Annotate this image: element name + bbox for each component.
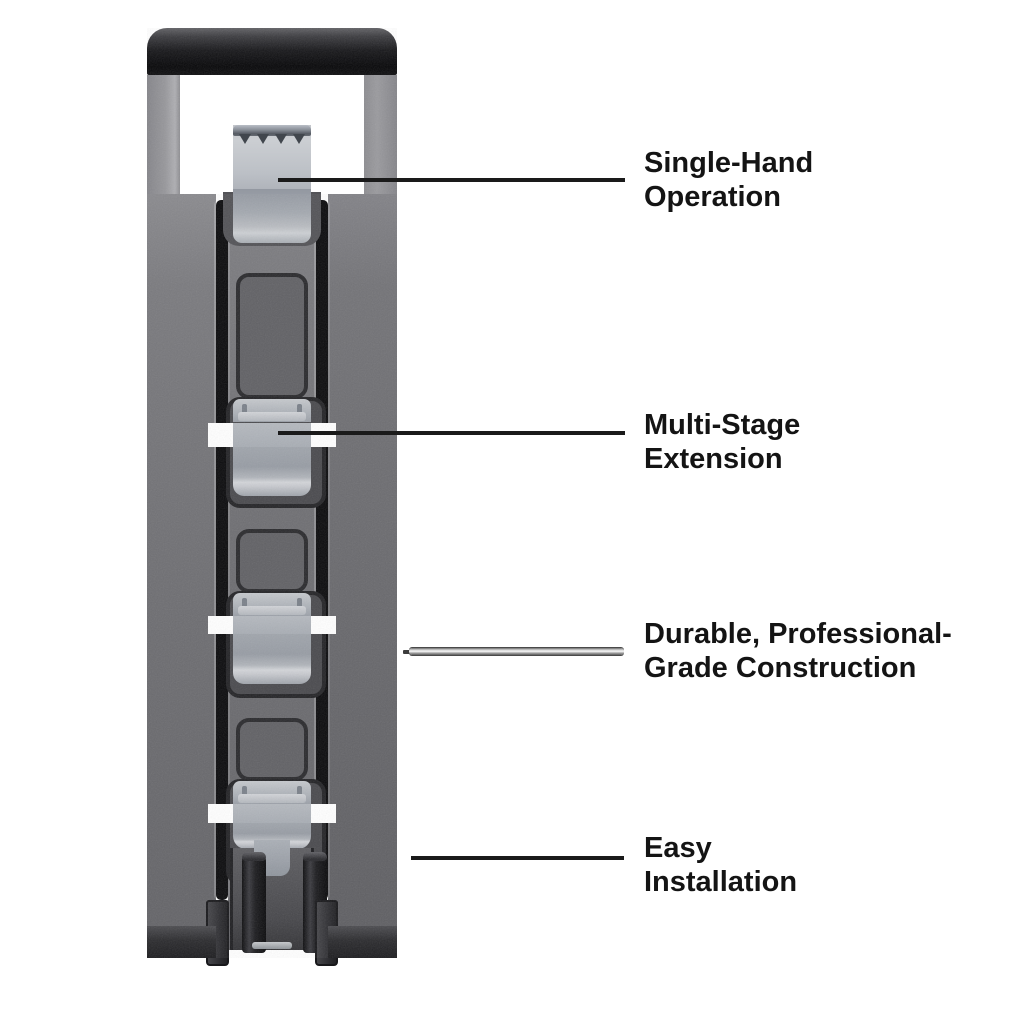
- tab-bar: [238, 412, 306, 421]
- extension-panel-3: [236, 718, 308, 781]
- callout-label-line: Operation: [644, 181, 781, 213]
- white-gap: [311, 804, 336, 823]
- locking-tab-4-mid: [233, 804, 311, 823]
- locking-tab-4-shoulder: [233, 781, 311, 804]
- top-handle-bar: [147, 28, 397, 75]
- tab-bar: [238, 794, 306, 803]
- tab-bar: [238, 606, 306, 615]
- locking-tab-2-lower: [233, 447, 311, 496]
- callout-label-line: Easy: [644, 832, 712, 864]
- callout-label-line: Grade Construction: [644, 652, 917, 684]
- cylinder-cap: [303, 852, 327, 861]
- leader-line-easy-install: [411, 856, 624, 860]
- frame-leg-left: [147, 75, 180, 194]
- callout-label-line: Installation: [644, 866, 798, 898]
- locking-tab-3-mid: [233, 616, 311, 634]
- clip-teeth: [233, 134, 311, 144]
- callout-durable-construction: Durable, Professional- Grade Constructio…: [644, 617, 952, 685]
- callout-label-line: Single-Hand: [644, 147, 814, 179]
- tooth-icon: [257, 134, 269, 144]
- tooth-icon: [275, 134, 287, 144]
- base-band-left: [147, 926, 216, 958]
- release-clip-lower: [233, 188, 311, 243]
- leader-cap: [403, 650, 411, 654]
- white-gap: [311, 423, 336, 447]
- tooth-icon: [239, 134, 251, 144]
- white-gap: [208, 616, 233, 634]
- frame-leg-right: [364, 75, 397, 194]
- outer-column-left: [147, 194, 216, 958]
- locking-tab-3-shoulder: [233, 593, 311, 616]
- white-gap: [311, 616, 336, 634]
- callout-label-line: Extension: [644, 443, 783, 475]
- callout-label-line: Multi-Stage: [644, 409, 801, 441]
- leader-line-single-hand: [278, 178, 625, 182]
- locking-tab-2-mid: [233, 423, 311, 447]
- leader-line-durable: [409, 648, 624, 655]
- extension-panel-1: [236, 273, 308, 399]
- release-clip: [233, 125, 311, 189]
- white-gap: [208, 423, 233, 447]
- base-band-right: [328, 926, 397, 958]
- outer-column-right: [328, 194, 397, 958]
- product-illustration: [147, 28, 397, 966]
- locking-tab-2-shoulder: [233, 399, 311, 422]
- locking-tab-3-lower: [233, 634, 311, 684]
- callout-label-line: Durable, Professional-: [644, 618, 952, 650]
- white-gap: [208, 804, 233, 823]
- cylinder-cap: [242, 852, 266, 861]
- tooth-icon: [293, 134, 305, 144]
- callout-easy-installation: Easy Installation: [644, 831, 797, 899]
- callout-multi-stage-extension: Multi-Stage Extension: [644, 408, 800, 476]
- extension-panel-2: [236, 529, 308, 593]
- callout-single-hand-operation: Single-Hand Operation: [644, 146, 813, 214]
- base-silver-strip: [252, 942, 292, 949]
- clip-rim: [233, 125, 311, 136]
- leader-line-multi-stage: [278, 431, 625, 435]
- mounting-cylinder-left: [242, 852, 266, 953]
